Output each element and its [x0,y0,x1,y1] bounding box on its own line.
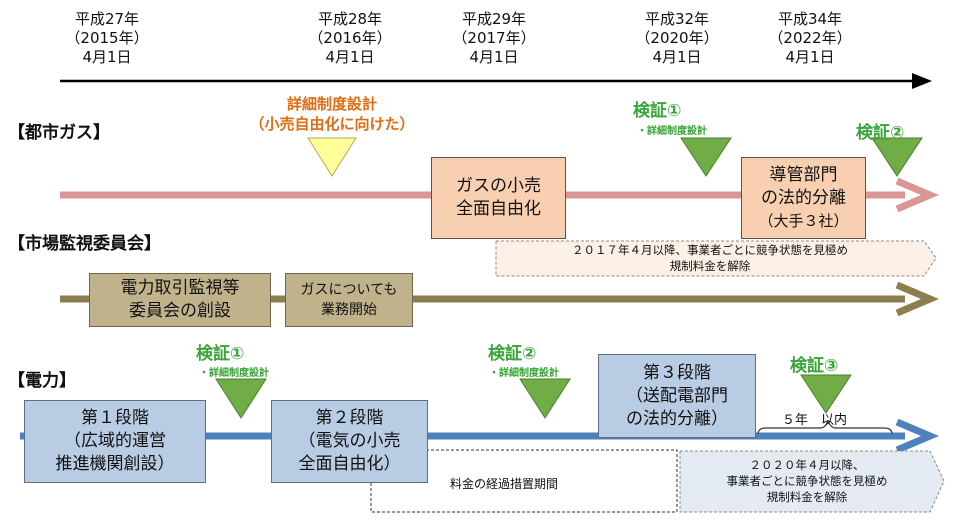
five-year-brace [757,419,893,435]
date-2017: 平成29年 （2017年） 4月1日 [452,10,536,66]
gas-retail-liberalization-box: ガスの小売 全面自由化 [431,157,566,239]
electricity-heading: 【電力】 [8,371,76,391]
elec-verify3-triangle [800,374,852,414]
stage2-box: 第２段階 （電気の小売 全面自由化） [271,400,428,483]
detail-design-label: 詳細制度設計 （小売自由化に向けた） [249,95,415,133]
stage1-box: 第１段階 （広域的運営 推進機関創設） [24,400,206,483]
city-gas-heading: 【都市ガス】 [8,123,110,143]
timeline-axis [60,73,932,89]
gas-verify2-label: 検証② [856,123,905,143]
within-5-years-label: ５年 以内 [782,413,848,428]
elec-verify1-triangle [215,378,267,419]
date-2016: 平成28年 （2016年） 4月1日 [308,10,392,66]
elec-verify1-label: 検証① [196,344,245,364]
date-2022: 平成34年 （2022年） 4月1日 [768,10,852,66]
elec-verify2-label: 検証② [488,344,537,364]
elec-note-text: ２０２０年４月以降、 事業者ごとに競争状態を見極め 規制料金を解除 [726,458,888,504]
gas-verify1-label: 検証① [633,101,682,121]
gas-note-frame [495,240,937,277]
gas-verify1-triangle [680,137,732,177]
committee-creation-box: 電力取引監視等 委員会の創設 [89,273,271,327]
elec-verify2-triangle [519,378,571,419]
pipeline-separation-box: 導管部門 の法的分離 （大手３社） [741,157,866,239]
gas-operations-start-box: ガスについても 業務開始 [285,273,413,327]
detail-design-triangle [307,137,357,177]
gas-verify1-sub: ・詳細制度設計 [637,126,707,137]
gas-note-text: ２０１７年４月以降、事業者ごとに競争状態を見極め 規制料金を解除 [572,243,848,273]
date-2015: 平成27年 （2015年） 4月1日 [65,10,149,66]
stage3-box: 第３段階 （送配電部門 の法的分離） [598,354,756,438]
date-2020: 平成32年 （2020年） 4月1日 [635,10,719,66]
market-committee-heading: 【市場監視委員会】 [8,234,161,254]
transition-period-label: 料金の経過措置期間 [450,477,559,491]
elec-note-frame [679,450,945,513]
gas-verify2-triangle [871,137,923,177]
elec-verify2-sub: ・詳細制度設計 [489,368,559,379]
elec-verify1-sub: ・詳細制度設計 [199,368,269,379]
elec-verify3-label: 検証③ [790,356,839,376]
